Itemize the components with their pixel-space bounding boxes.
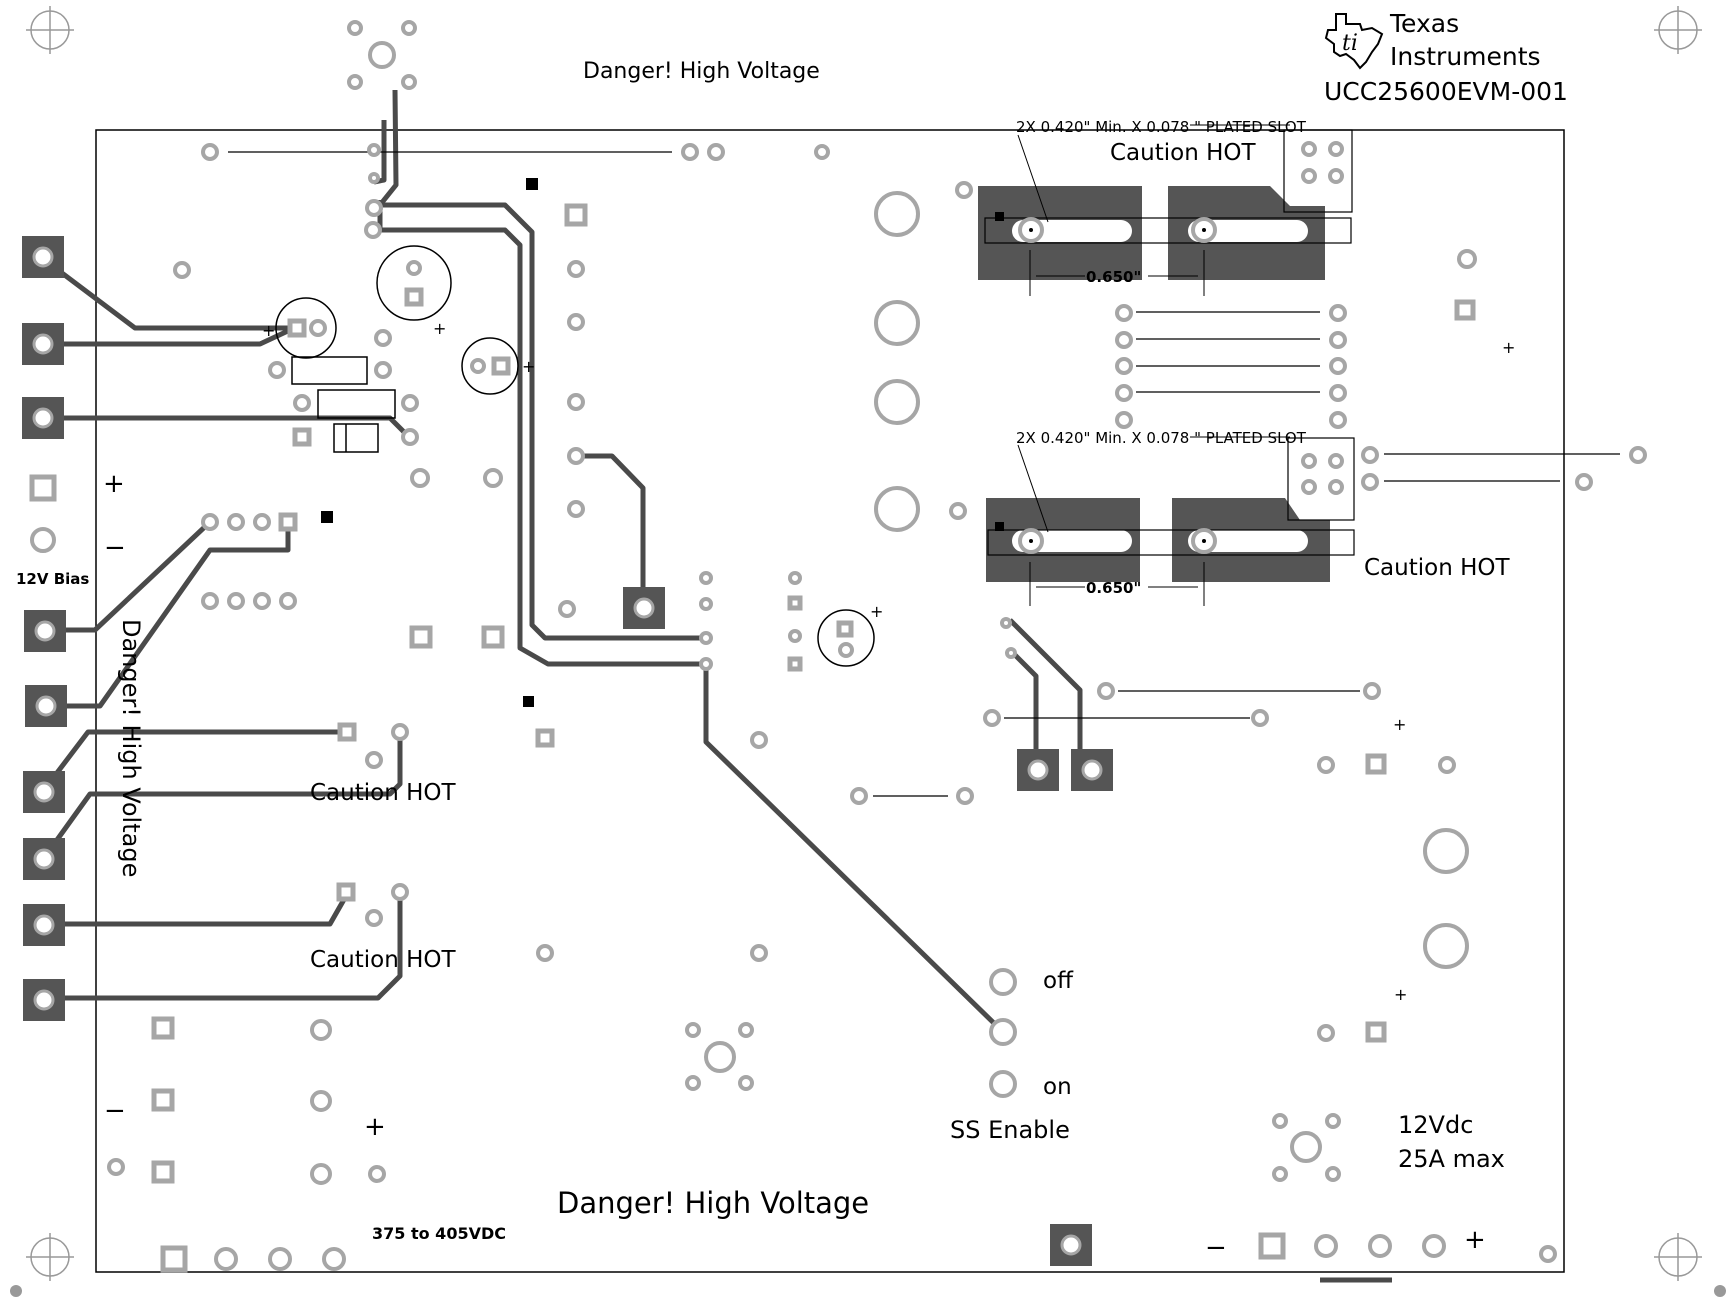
ti-logo: ti [1324, 13, 1384, 70]
plus-mark: + [433, 319, 446, 338]
caution-hot-label: Caution HOT [310, 947, 456, 973]
dimension-label: 0.650" [1086, 579, 1141, 597]
part-number: UCC25600EVM-001 [1324, 77, 1568, 106]
company-name-line1: Texas [1389, 9, 1459, 38]
minus-mark: − [104, 533, 126, 563]
minus-mark: − [104, 1096, 126, 1126]
slot-pads [1018, 217, 1217, 554]
switch-off-label: off [1043, 968, 1074, 994]
mounting-targets [26, 6, 1702, 1281]
bias-label: 12V Bias [16, 570, 89, 588]
plus-mark: + [870, 602, 883, 621]
terminal-holes [32, 246, 1103, 1256]
slot-note: 2X 0.420" Min. X 0.078 " PLATED SLOT [1016, 118, 1307, 136]
plus-mark: + [1502, 338, 1515, 357]
minus-mark: − [1205, 1233, 1227, 1263]
thin-traces [228, 151, 1620, 797]
fiducials [321, 178, 538, 707]
plus-mark: + [1394, 985, 1407, 1004]
power-tab-copper [978, 129, 1355, 582]
svg-text:ti: ti [1342, 31, 1358, 56]
polarity-marks: + − + − + − + + + + + + + [103, 319, 1515, 1263]
caution-hot-label: Caution HOT [1110, 140, 1256, 166]
copper-traces [40, 89, 1083, 1034]
dimension-lines [1017, 124, 1290, 606]
ss-enable-label: SS Enable [950, 1116, 1070, 1144]
through-hole-pads [30, 20, 1647, 1271]
danger-warning-bottom: Danger! High Voltage [557, 1186, 869, 1220]
output-rating-line2: 25A max [1398, 1145, 1505, 1173]
plus-mark: + [262, 321, 275, 340]
output-rating-line1: 12Vdc [1398, 1111, 1473, 1139]
plus-mark: + [522, 357, 535, 376]
caution-hot-label: Caution HOT [1364, 555, 1510, 581]
company-name-line2: Instruments [1390, 42, 1541, 71]
plus-mark: + [364, 1112, 386, 1142]
corner-dot [10, 1285, 22, 1297]
danger-warning-vertical: Danger! High Voltage [117, 619, 145, 877]
plus-mark: + [1464, 1225, 1486, 1255]
danger-warning-top: Danger! High Voltage [583, 59, 820, 84]
caution-hot-label: Caution HOT [310, 780, 456, 806]
plus-mark: + [103, 469, 125, 499]
square-pads [29, 203, 1476, 1273]
slot-note: 2X 0.420" Min. X 0.078 " PLATED SLOT [1016, 429, 1307, 447]
input-voltage-label: 375 to 405VDC [372, 1224, 506, 1243]
board-outline [95, 129, 1565, 1273]
corner-dot [1714, 1285, 1726, 1297]
plus-mark: + [1393, 715, 1406, 734]
dimension-label: 0.650" [1086, 268, 1141, 286]
terminal-pads [22, 236, 1113, 1266]
component-outlines [275, 245, 1392, 1283]
switch-on-label: on [1043, 1074, 1072, 1100]
